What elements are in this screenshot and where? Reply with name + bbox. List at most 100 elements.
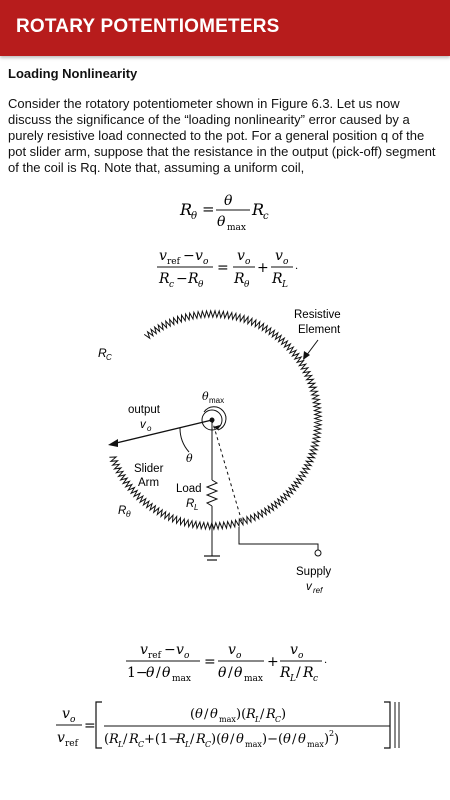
label-supply: Supply bbox=[296, 566, 331, 578]
label-element: Element bbox=[298, 324, 341, 336]
svg-text:R: R bbox=[265, 707, 276, 722]
svg-text:1−: 1− bbox=[127, 665, 148, 681]
svg-text:max: max bbox=[307, 740, 324, 749]
svg-text:(: ( bbox=[104, 732, 109, 747]
svg-text:C: C bbox=[205, 740, 211, 749]
svg-text:)−(: )−( bbox=[262, 732, 283, 747]
svg-text:max: max bbox=[172, 674, 191, 684]
svg-text:R: R bbox=[128, 732, 139, 747]
svg-text:R: R bbox=[175, 732, 186, 747]
svg-text:v: v bbox=[62, 706, 70, 722]
svg-text:θ: θ bbox=[195, 707, 203, 722]
label-rl-sub: L bbox=[194, 503, 198, 512]
svg-text:R: R bbox=[251, 200, 264, 219]
svg-text:θ: θ bbox=[218, 665, 227, 681]
potentiometer-diagram: Resistive Element R C θ max output v o θ… bbox=[94, 244, 364, 605]
label-vref: v bbox=[306, 581, 313, 593]
svg-text:θ: θ bbox=[283, 732, 291, 747]
svg-text:v: v bbox=[228, 642, 236, 658]
svg-text:C: C bbox=[275, 715, 281, 724]
svg-text:o: o bbox=[298, 651, 304, 661]
svg-text:L: L bbox=[254, 715, 260, 724]
svg-text:)(: )( bbox=[211, 732, 221, 747]
resistive-coil bbox=[109, 309, 323, 531]
slider-arm bbox=[111, 419, 213, 445]
svg-text:v: v bbox=[159, 248, 167, 264]
label-slider: Slider bbox=[134, 463, 164, 475]
svg-text:−: − bbox=[176, 271, 188, 287]
theta-max-arc bbox=[203, 406, 227, 431]
svg-text:/: / bbox=[190, 732, 195, 747]
svg-text:/: / bbox=[123, 732, 128, 747]
svg-text:ref: ref bbox=[65, 739, 79, 749]
svg-text:=: = bbox=[84, 718, 96, 734]
svg-text:v: v bbox=[237, 248, 245, 264]
svg-text:θ: θ bbox=[244, 280, 250, 290]
svg-text:=: = bbox=[204, 654, 216, 670]
svg-text:C: C bbox=[138, 740, 144, 749]
svg-text:=: = bbox=[202, 200, 215, 218]
svg-text:θ: θ bbox=[236, 732, 244, 747]
reference-dashed-line bbox=[211, 419, 243, 523]
app-bar: ROTARY POTENTIOMETERS bbox=[0, 0, 450, 56]
svg-text:o: o bbox=[184, 651, 190, 661]
svg-text:2: 2 bbox=[329, 729, 334, 738]
svg-text:R: R bbox=[158, 271, 170, 287]
svg-text:R: R bbox=[187, 271, 199, 287]
svg-text:v: v bbox=[57, 730, 65, 746]
load-resistor bbox=[205, 479, 219, 507]
label-vo-sub: o bbox=[147, 424, 152, 433]
svg-text:): ) bbox=[324, 732, 329, 747]
svg-text:R: R bbox=[279, 665, 291, 681]
svg-text:θ: θ bbox=[162, 665, 171, 681]
svg-text:R: R bbox=[108, 732, 119, 747]
label-theta-max: θ bbox=[202, 390, 209, 403]
label-load: Load bbox=[176, 483, 202, 495]
svg-text:R: R bbox=[233, 271, 245, 287]
label-vo: v bbox=[140, 419, 147, 431]
svg-text:·: · bbox=[324, 658, 327, 669]
svg-text:/: / bbox=[292, 732, 297, 747]
label-rc: R bbox=[98, 346, 107, 360]
svg-text:v: v bbox=[176, 642, 184, 658]
svg-text:+: + bbox=[257, 260, 269, 276]
theta-angle-arc bbox=[179, 427, 190, 453]
svg-text:θ: θ bbox=[234, 665, 243, 681]
formula-r-theta: R θ = θ θ max R c bbox=[179, 190, 280, 240]
svg-text:−: − bbox=[164, 642, 176, 658]
svg-text:)(: )( bbox=[236, 707, 246, 722]
label-rl: R bbox=[186, 498, 194, 510]
svg-text:θ: θ bbox=[210, 707, 218, 722]
svg-text:max: max bbox=[244, 674, 263, 684]
svg-text:θ: θ bbox=[146, 665, 155, 681]
label-rc-sub: C bbox=[106, 353, 112, 362]
svg-text:θ: θ bbox=[224, 193, 233, 209]
svg-text:c: c bbox=[313, 674, 318, 684]
svg-text:/: / bbox=[230, 732, 235, 747]
svg-text:R: R bbox=[245, 707, 256, 722]
label-theta-max-sub: max bbox=[209, 396, 224, 405]
svg-text:c: c bbox=[263, 211, 269, 222]
slider-arrow-head bbox=[108, 439, 118, 447]
svg-text:/: / bbox=[204, 707, 209, 722]
svg-text:o: o bbox=[203, 257, 209, 267]
svg-text:+: + bbox=[267, 654, 279, 670]
svg-text:v: v bbox=[275, 248, 283, 264]
label-output: output bbox=[128, 404, 161, 416]
app-title: ROTARY POTENTIOMETERS bbox=[16, 16, 280, 37]
supply-wire bbox=[238, 527, 319, 550]
svg-text:o: o bbox=[245, 257, 251, 267]
svg-text:max: max bbox=[227, 223, 246, 233]
svg-text:R: R bbox=[302, 665, 314, 681]
svg-text:o: o bbox=[70, 715, 76, 725]
svg-text:c: c bbox=[169, 280, 174, 290]
svg-text:v: v bbox=[290, 642, 298, 658]
label-arm: Arm bbox=[138, 477, 159, 489]
svg-text:R: R bbox=[179, 200, 192, 219]
svg-text:=: = bbox=[217, 260, 229, 276]
svg-text:R: R bbox=[271, 271, 283, 287]
formula-output-ratio: v o v ref = ( θ / θ max )( R L / R C ) (… bbox=[56, 696, 402, 756]
svg-text:·: · bbox=[295, 264, 298, 275]
svg-text:/: / bbox=[296, 665, 301, 681]
formula-normalized-balance: v ref − v o 1− θ / θ max = v o θ / θ max… bbox=[126, 640, 327, 690]
